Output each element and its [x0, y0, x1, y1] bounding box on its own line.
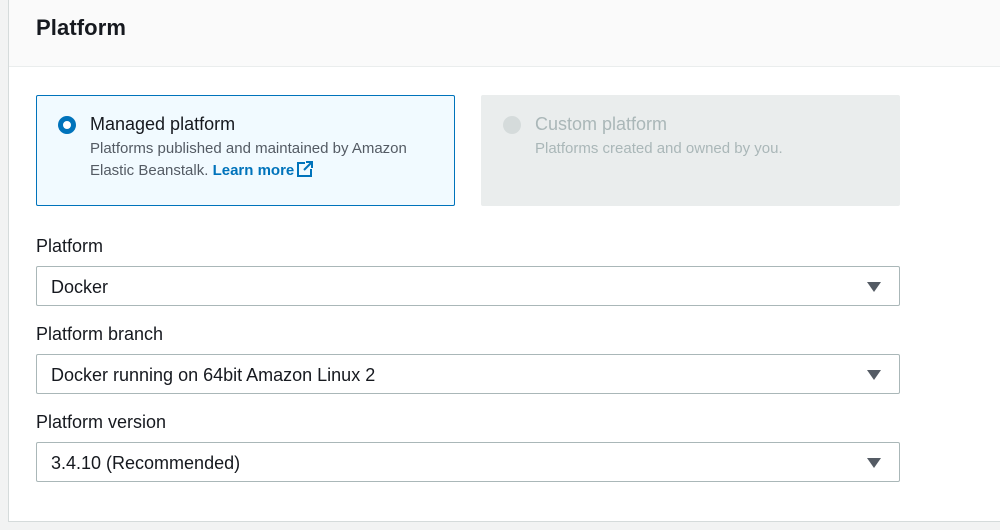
external-link-icon	[297, 161, 314, 177]
learn-more-link[interactable]: Learn more	[212, 161, 315, 179]
panel-header: Platform	[9, 0, 1000, 67]
managed-platform-description: Platforms published and maintained by Am…	[90, 138, 440, 182]
managed-platform-title: Managed platform	[90, 114, 236, 134]
platform-select-value: Docker	[51, 277, 109, 297]
custom-platform-description: Platforms created and owned by you.	[535, 140, 783, 157]
platform-label: Platform	[36, 236, 104, 256]
panel-title: Platform	[36, 15, 127, 40]
platform-version-select-value: 3.4.10 (Recommended)	[51, 453, 241, 473]
platform-branch-label: Platform branch	[36, 324, 164, 344]
caret-down-icon	[867, 370, 881, 380]
platform-select[interactable]: Docker	[36, 266, 900, 306]
platform-panel: Platform Managed platform Platforms publ…	[8, 0, 1000, 522]
learn-more-label: Learn more	[212, 162, 295, 179]
custom-platform-title: Custom platform	[535, 114, 668, 134]
platform-branch-select-value: Docker running on 64bit Amazon Linux 2	[51, 365, 376, 385]
caret-down-icon	[867, 282, 881, 292]
managed-platform-tile[interactable]: Managed platform Platforms published and…	[36, 95, 455, 206]
platform-version-select[interactable]: 3.4.10 (Recommended)	[36, 442, 900, 482]
custom-platform-tile: Custom platform Platforms created and ow…	[481, 95, 900, 206]
managed-platform-description-text: Platforms published and maintained by Am…	[90, 140, 407, 179]
custom-platform-radio	[503, 116, 521, 134]
managed-platform-radio[interactable]	[58, 116, 76, 134]
platform-version-label: Platform version	[36, 412, 167, 432]
caret-down-icon	[867, 458, 881, 468]
platform-branch-select[interactable]: Docker running on 64bit Amazon Linux 2	[36, 354, 900, 394]
